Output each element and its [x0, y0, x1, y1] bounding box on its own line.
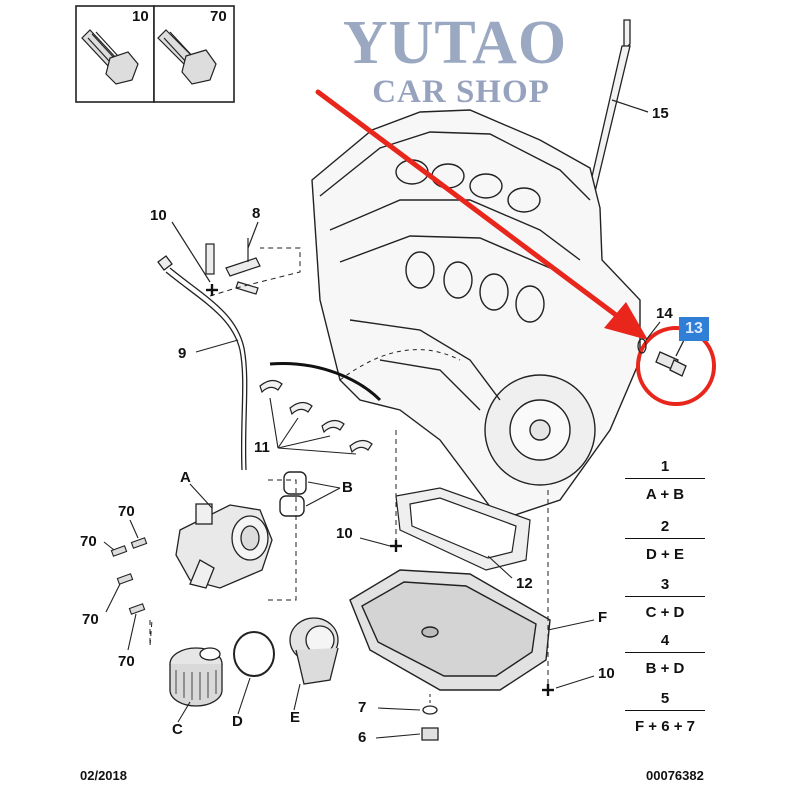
callout-6: 6 [358, 729, 367, 746]
callout-7: 7 [358, 699, 367, 716]
callout-10-mid: 10 [336, 525, 353, 542]
callout-D: D [232, 713, 243, 730]
legend-rule [625, 478, 705, 479]
legend-parts: F + 6 + 7 [634, 718, 696, 735]
engine-block [311, 109, 641, 521]
fastener-box-number-70: 70 [210, 8, 227, 25]
callout-F: F [598, 609, 608, 626]
callout-70-b: 70 [80, 533, 97, 550]
callout-C: C [172, 721, 183, 738]
callout-A: A [180, 469, 191, 486]
o-ring [233, 631, 275, 677]
legend-rule [625, 538, 705, 539]
filter-cap [289, 617, 339, 685]
seal-ring [637, 338, 647, 354]
drain-washer [422, 705, 438, 715]
legend-number: 1 [660, 458, 670, 475]
small-bolts [110, 537, 148, 615]
fastener-box-10 [75, 5, 155, 103]
legend-number: 2 [660, 518, 670, 535]
footer-reference: 00076382 [646, 768, 704, 783]
callout-70-d: 70 [118, 653, 135, 670]
oil-pressure-sensor [655, 339, 687, 377]
cross-mark [206, 284, 218, 296]
legend-parts: C + D [645, 604, 685, 621]
seals [279, 471, 307, 517]
callout-E: E [290, 709, 301, 726]
bearing-shells [259, 379, 373, 454]
cross-mark [542, 684, 554, 696]
callout-B: B [342, 479, 353, 496]
watermark-title: YUTAO [342, 9, 568, 77]
bolt-icon [81, 29, 139, 85]
oil-filter-element [169, 647, 223, 707]
oil-pan [349, 569, 551, 691]
legend-parts: A + B [645, 486, 685, 503]
dipstick-tube [587, 19, 631, 197]
cross-mark [390, 540, 402, 552]
callout-10-low: 10 [598, 665, 615, 682]
watermark-subtitle: CAR SHOP [372, 74, 550, 110]
legend-number: 3 [660, 576, 670, 593]
legend-number: 4 [660, 632, 670, 649]
dipstick [157, 255, 248, 471]
oil-filter-housing [175, 503, 273, 589]
legend-rule [625, 710, 705, 711]
red-circle-icon [636, 326, 716, 406]
fastener-box-70 [153, 5, 235, 103]
red-arrow-icon [315, 89, 648, 340]
legend-parts: D + E [646, 546, 684, 563]
callout-15: 15 [652, 105, 669, 122]
footer-date: 02/2018 [80, 768, 127, 783]
callout-70-c: 70 [82, 611, 99, 628]
legend-parts: B + D [645, 660, 685, 677]
drain-plug [421, 727, 439, 741]
callout-14: 14 [656, 305, 673, 322]
callout-11: 11 [254, 439, 270, 456]
callout-70-a: 70 [118, 503, 135, 520]
legend-number: 5 [660, 690, 670, 707]
legend-rule [625, 596, 705, 597]
callout-13-badge: 13 [679, 317, 709, 341]
legend-rule [625, 652, 705, 653]
callout-10-top: 10 [150, 207, 167, 224]
sump-gasket [395, 487, 531, 571]
fastener-box-number-10: 10 [132, 8, 149, 25]
bolt-icon [157, 29, 217, 85]
callout-12: 12 [516, 575, 533, 592]
callout-8: 8 [252, 205, 261, 222]
callout-9: 9 [178, 345, 187, 362]
sensor-bracket [205, 238, 261, 295]
